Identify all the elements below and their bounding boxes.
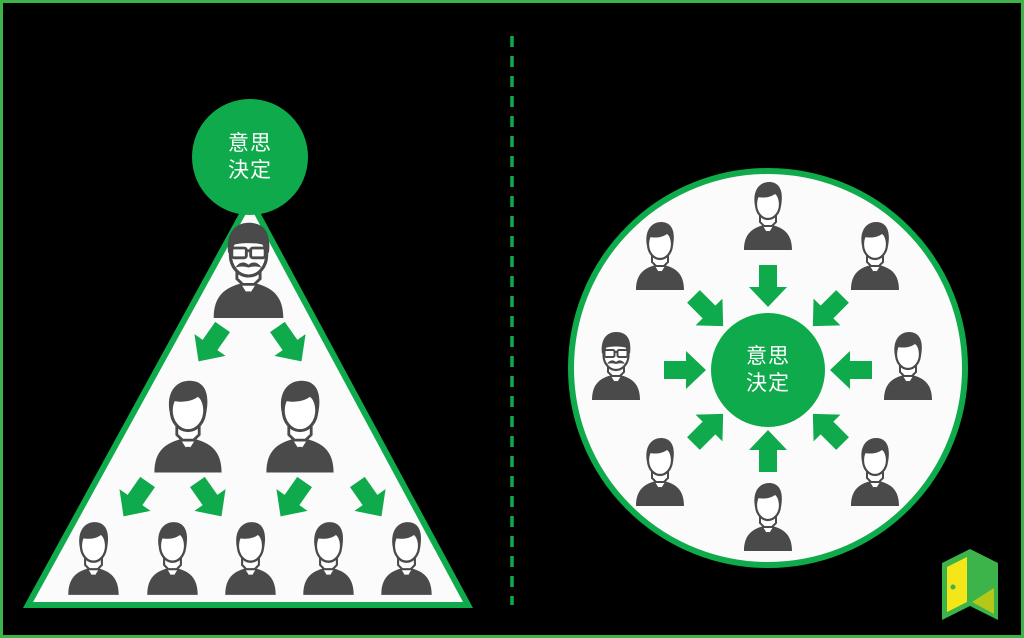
- decision-label-top-line1: 意思: [228, 131, 272, 155]
- decision-label-center: 意思 決定: [718, 343, 818, 397]
- decision-circle-center: [711, 313, 825, 427]
- right-consensus: [568, 168, 968, 568]
- decision-label-top: 意思 決定: [200, 130, 300, 184]
- door-logo-icon: [942, 549, 998, 620]
- left-pyramid: [22, 99, 474, 608]
- decision-label-center-line2: 決定: [746, 371, 790, 395]
- decision-label-top-line2: 決定: [228, 158, 272, 182]
- decision-label-center-line1: 意思: [746, 344, 790, 368]
- decision-circle-top: [192, 99, 308, 215]
